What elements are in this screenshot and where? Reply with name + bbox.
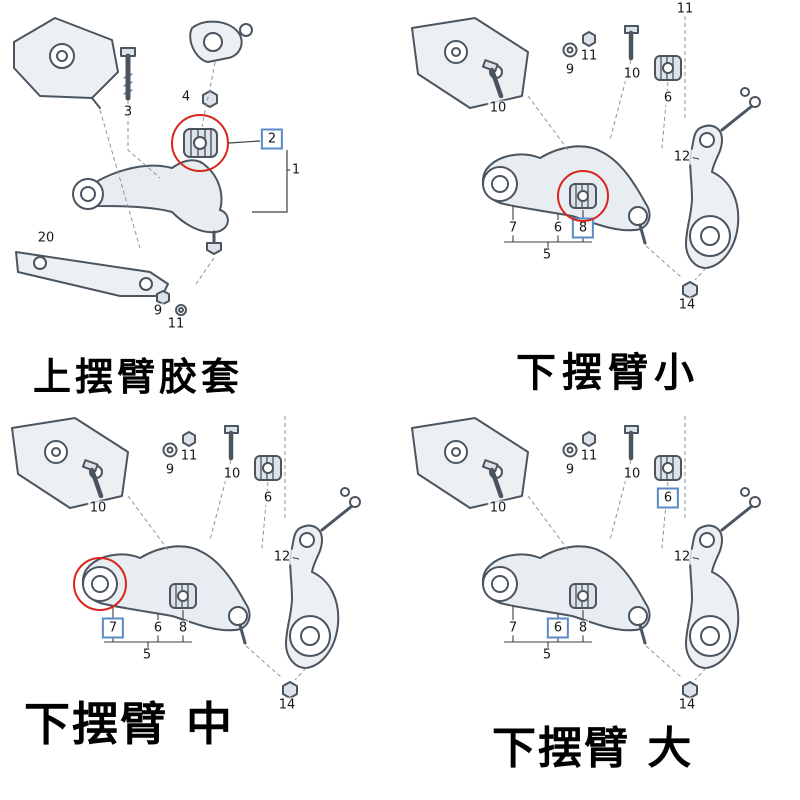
part-number-11: 11 (674, 1, 696, 17)
part-number-10: 10 (87, 500, 109, 516)
part-number-9: 9 (151, 303, 165, 319)
part-number-6: 6 (661, 90, 675, 106)
panel-label-upper-arm-bushing: 上摆臂胶套 (33, 355, 244, 399)
part-number-10: 10 (487, 100, 509, 116)
panel-label-lower-arm-small: 下摆臂小 (516, 350, 700, 396)
part-number-14: 14 (276, 697, 298, 713)
part-number-6: 6 (261, 490, 275, 506)
part-number-9: 9 (563, 462, 577, 478)
part-number-9: 9 (163, 462, 177, 478)
highlighted-part-number-2: 2 (260, 128, 284, 150)
part-number-11: 11 (178, 448, 200, 464)
part-number-7: 7 (506, 620, 520, 636)
part-number-8: 8 (576, 620, 590, 636)
highlight-circle (171, 114, 229, 172)
part-number-5: 5 (540, 247, 554, 263)
part-number-11: 11 (578, 448, 600, 464)
part-number-11: 11 (165, 316, 187, 332)
part-number-10: 10 (621, 66, 643, 82)
part-number-8: 8 (176, 620, 190, 636)
part-number-10: 10 (621, 466, 643, 482)
part-number-6: 6 (551, 220, 565, 236)
highlighted-part-number-7: 7 (101, 617, 125, 639)
part-number-1: 1 (289, 162, 303, 178)
part-number-10: 10 (221, 466, 243, 482)
part-number-12: 12 (671, 149, 693, 165)
part-number-12: 12 (671, 549, 693, 565)
part-number-12: 12 (271, 549, 293, 565)
part-number-14: 14 (676, 297, 698, 313)
highlight-circle (557, 170, 609, 222)
part-number-3: 3 (121, 104, 135, 120)
part-number-6: 6 (151, 620, 165, 636)
part-number-7: 7 (506, 220, 520, 236)
part-number-20: 20 (35, 230, 57, 246)
part-number-11: 11 (578, 48, 600, 64)
highlight-circle (73, 557, 127, 611)
part-number-5: 5 (540, 647, 554, 663)
part-number-14: 14 (676, 697, 698, 713)
highlighted-part-number-6: 6 (656, 487, 680, 509)
panel-label-lower-arm-large: 下摆臂 大 (492, 723, 694, 774)
panel-label-lower-arm-medium: 下摆臂 中 (24, 697, 235, 751)
part-number-5: 5 (140, 647, 154, 663)
highlighted-part-number-6: 6 (546, 617, 570, 639)
part-number-4: 4 (179, 89, 193, 105)
part-number-10: 10 (487, 500, 509, 516)
part-number-9: 9 (563, 62, 577, 78)
